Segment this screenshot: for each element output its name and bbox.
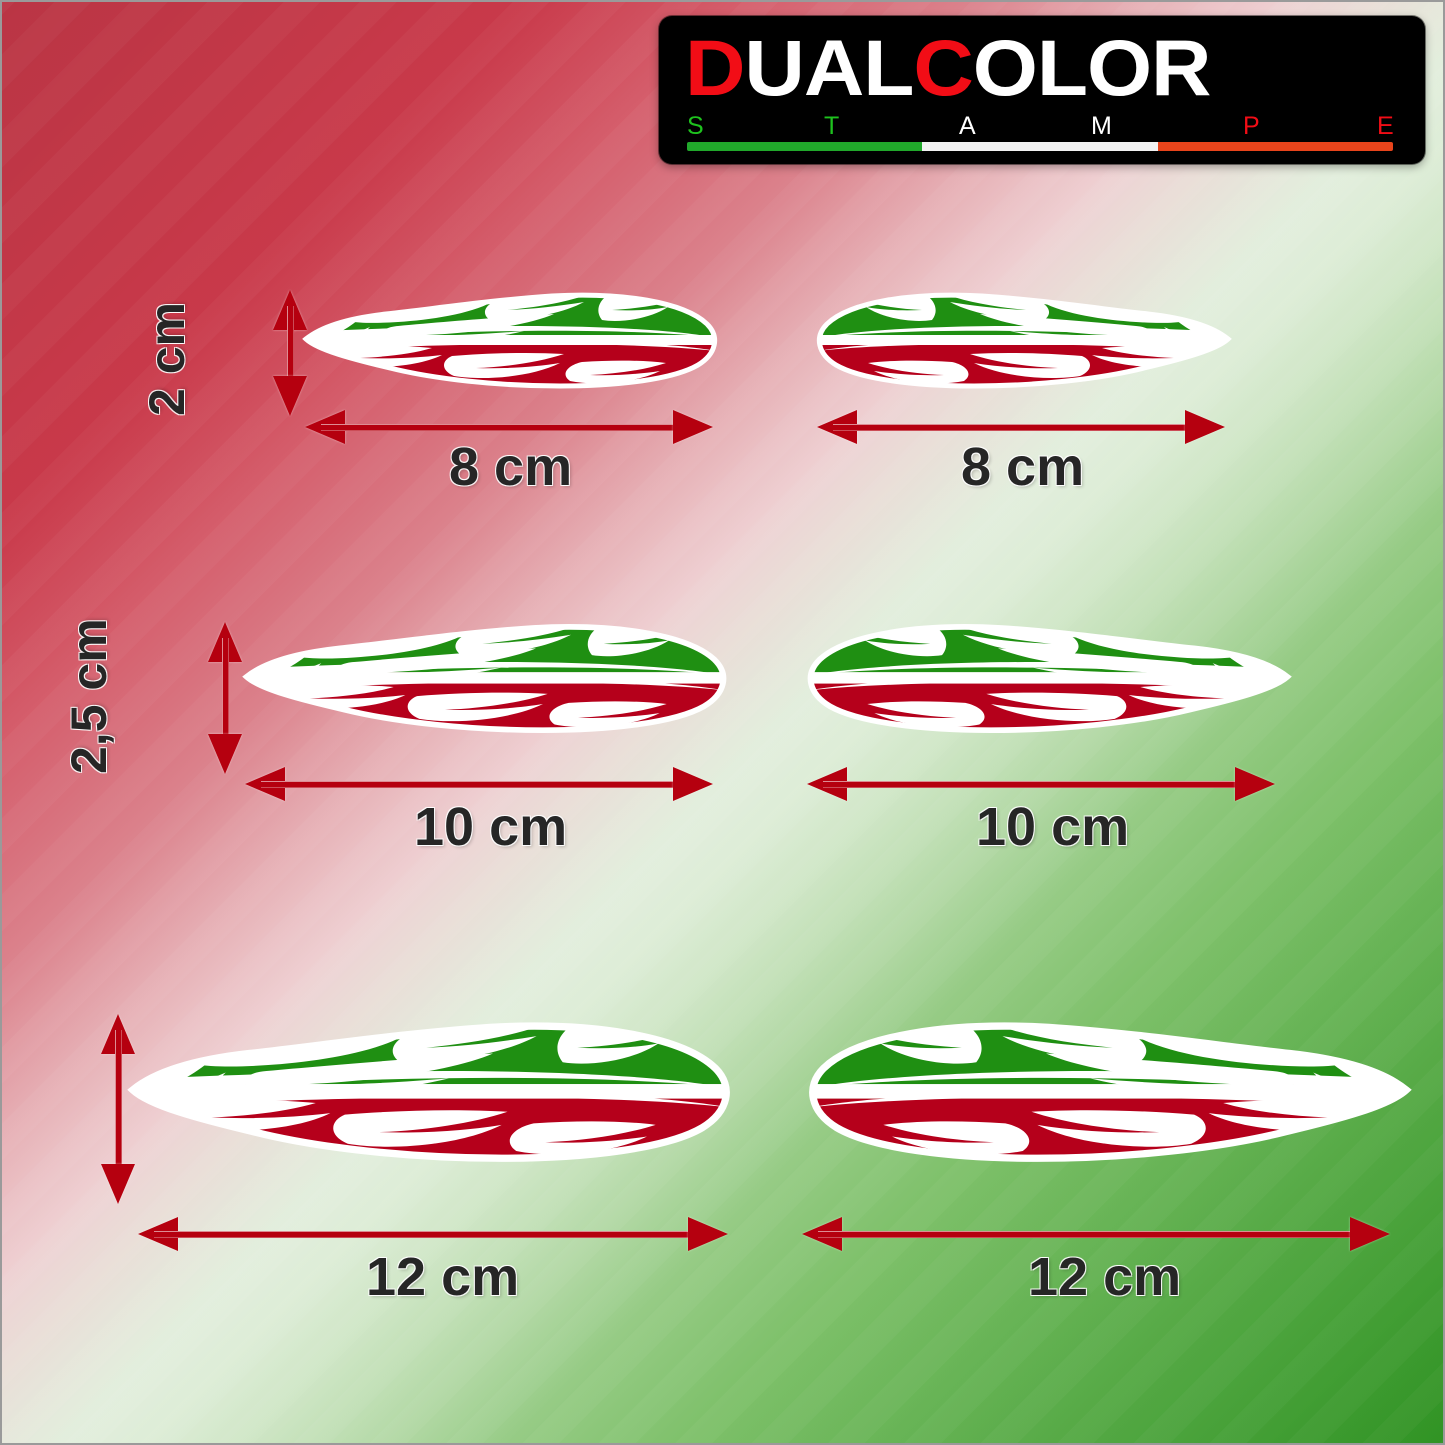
- logo-tricolor-bar: [687, 142, 1393, 151]
- logo-letters-olor: OLOR: [972, 23, 1212, 112]
- width-label-8cm-right: 8 cm: [961, 437, 1085, 497]
- logo-letter-d: D: [685, 23, 745, 112]
- height-arrow-12cm: [101, 1014, 135, 1204]
- logo-subtitle: S T A M P E: [687, 112, 1395, 140]
- arrow-head-down: [273, 376, 307, 416]
- arrow-shaft: [154, 1230, 712, 1238]
- height-arrow-10cm: [208, 622, 242, 774]
- arrow-shaft: [833, 423, 1209, 431]
- logo-letters-ual: UAL: [744, 23, 914, 112]
- decal-12cm-left: [127, 1007, 737, 1167]
- height-label-10cm: 2,5 cm: [61, 618, 117, 774]
- arrow-head-right: [673, 767, 713, 801]
- height-label-8cm: 2 cm: [139, 302, 195, 416]
- width-arrow-8cm-right: [817, 410, 1225, 444]
- logo-sub-letter-a: A: [959, 112, 977, 140]
- width-arrow-12cm-right: [802, 1217, 1390, 1251]
- logo-sub-letter-p: P: [1243, 112, 1261, 140]
- width-arrow-10cm-right: [807, 767, 1275, 801]
- arrow-shaft: [114, 1030, 122, 1188]
- logo-sub-letter-s: S: [687, 112, 705, 140]
- arrow-head-right: [1350, 1217, 1390, 1251]
- width-label-8cm-left: 8 cm: [449, 437, 573, 497]
- decal-10cm-left: [242, 612, 732, 737]
- arrow-head-right: [1235, 767, 1275, 801]
- decal-12cm-right: [802, 1007, 1412, 1167]
- width-arrow-12cm-left: [138, 1217, 728, 1251]
- logo-sub-letter-e: E: [1377, 112, 1395, 140]
- width-arrow-10cm-left: [245, 767, 713, 801]
- logo-sub-letter-m: M: [1091, 112, 1113, 140]
- arrow-head-right: [1185, 410, 1225, 444]
- arrow-head-right: [673, 410, 713, 444]
- brand-logo: DUALCOLOR S T A M P E: [659, 16, 1425, 164]
- logo-sub-letter-t: T: [824, 112, 841, 140]
- arrow-shaft: [221, 638, 229, 758]
- width-label-12cm-left: 12 cm: [366, 1247, 520, 1307]
- arrow-head-down: [101, 1164, 135, 1204]
- arrow-head-right: [688, 1217, 728, 1251]
- height-arrow-8cm: [273, 290, 307, 416]
- arrow-head-down: [208, 734, 242, 774]
- arrow-shaft: [261, 780, 697, 788]
- arrow-shaft: [286, 306, 294, 400]
- arrow-shaft: [823, 780, 1259, 788]
- width-label-12cm-right: 12 cm: [1028, 1247, 1182, 1307]
- decal-10cm-right: [802, 612, 1292, 737]
- logo-letter-c: C: [913, 23, 973, 112]
- logo-wordmark: DUALCOLOR: [685, 23, 1212, 112]
- height-label-12cm: 3 cm: [2, 1090, 58, 1204]
- width-label-10cm-right: 10 cm: [976, 797, 1130, 857]
- tricolor-red: [1157, 142, 1393, 151]
- tricolor-white: [922, 142, 1158, 151]
- width-arrow-8cm-left: [305, 410, 713, 444]
- decal-8cm-left: [302, 282, 722, 392]
- arrow-shaft: [818, 1230, 1374, 1238]
- arrow-shaft: [321, 423, 697, 431]
- tricolor-green: [687, 142, 923, 151]
- width-label-10cm-left: 10 cm: [414, 797, 568, 857]
- decal-8cm-right: [812, 282, 1232, 392]
